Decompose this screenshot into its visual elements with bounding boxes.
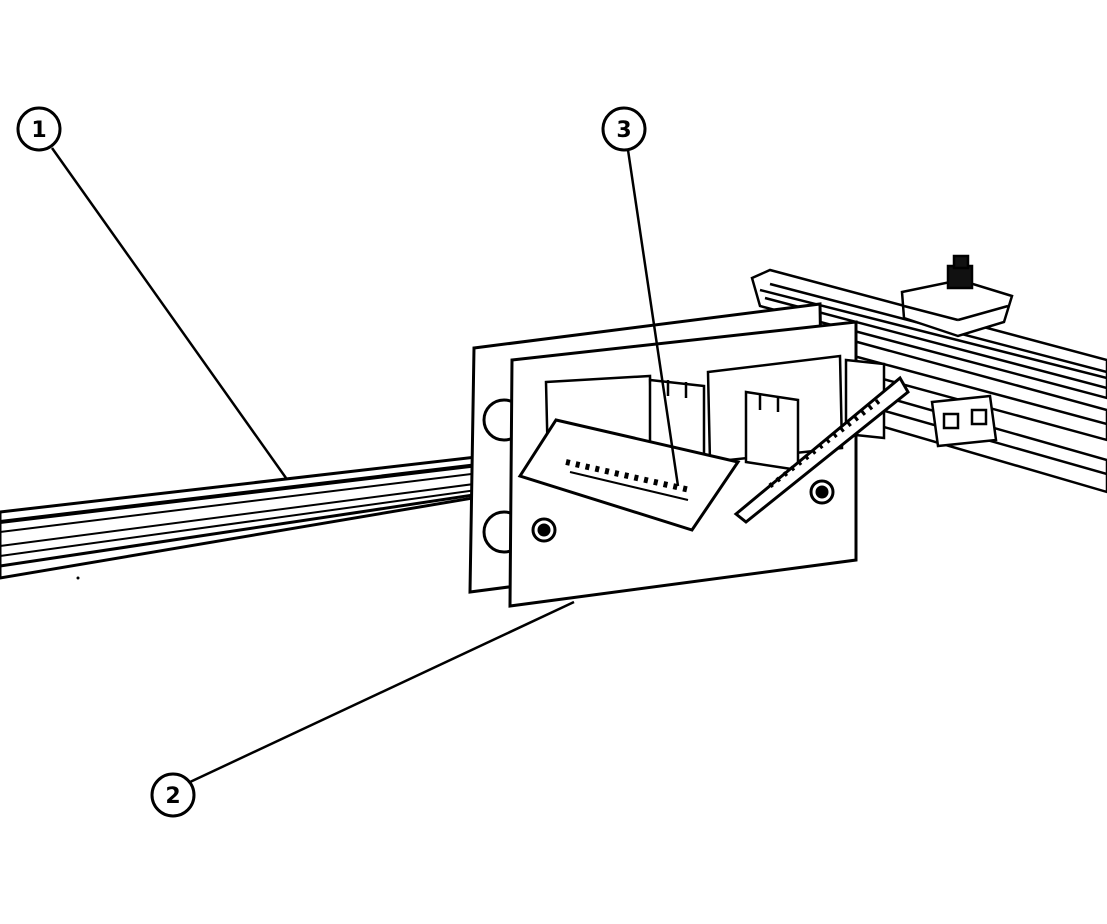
leader-line-1 — [50, 147, 288, 479]
leader-line-3 — [626, 149, 680, 487]
leader-lines — [50, 147, 680, 784]
long-rail — [0, 450, 522, 580]
cross-rail — [750, 268, 1107, 494]
callout-1-label: 1 — [31, 118, 46, 143]
callout-3-label: 3 — [616, 118, 631, 143]
callout-3: 3 — [601, 106, 647, 152]
leader-line-2 — [189, 600, 575, 784]
callout-2-label: 2 — [165, 784, 180, 809]
side-bracket — [930, 394, 998, 448]
callout-2: 2 — [150, 772, 196, 818]
stray-mark — [76, 576, 80, 580]
inner-blocks — [544, 354, 886, 472]
angled-fins — [517, 375, 910, 532]
callout-1: 1 — [16, 106, 62, 152]
rail-clamp — [900, 254, 1014, 338]
